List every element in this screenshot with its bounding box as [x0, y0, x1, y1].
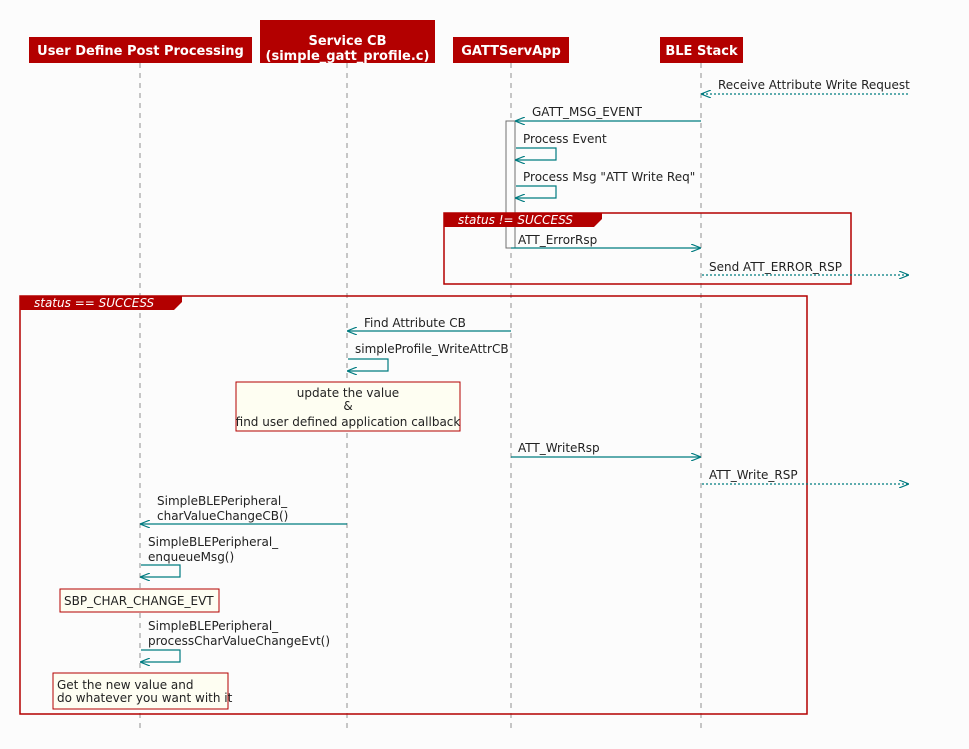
message-label: Receive Attribute Write Request [718, 78, 910, 92]
fragment-tab [444, 213, 602, 227]
self-message-arrow [516, 147, 557, 160]
note-box [59, 588, 220, 613]
message-label: simpleProfile_WriteAttrCB [355, 342, 509, 356]
participant-box [453, 37, 569, 63]
fragment-border [19, 295, 808, 715]
participant-gatt: GATTServApp [453, 37, 569, 63]
fragment-condition: status == SUCCESS [34, 296, 155, 310]
participant-box [660, 37, 743, 63]
message-m7: Find Attribute CB [348, 316, 511, 331]
participant-service: Service CB(simple_gatt_profile.c) [260, 20, 435, 64]
fragment-success: status == SUCCESS [19, 295, 808, 715]
participant-box [260, 20, 435, 63]
participant-label: Service CB [308, 34, 386, 49]
message-m5: ATT_ErrorRsp [511, 233, 700, 248]
fragment-error: status != SUCCESS [443, 212, 852, 285]
message-label: processCharValueChangeEvt() [148, 634, 330, 648]
message-m4: Process Msg "ATT Write Req" [516, 170, 695, 198]
message-label: SimpleBLEPeripheral_ [148, 535, 279, 549]
fragment-border [443, 212, 852, 285]
message-label: Send ATT_ERROR_RSP [709, 260, 842, 274]
note-box [235, 381, 461, 432]
message-m13: SimpleBLEPeripheral_processCharValueChan… [141, 619, 330, 662]
self-message-arrow [516, 185, 557, 198]
message-m1: Receive Attribute Write Request [702, 78, 910, 94]
message-label: GATT_MSG_EVENT [532, 105, 643, 119]
message-label: Process Msg "ATT Write Req" [523, 170, 695, 184]
note-box [52, 672, 229, 710]
participant-label: (simple_gatt_profile.c) [266, 49, 430, 64]
note-text: SBP_CHAR_CHANGE_EVT [64, 594, 214, 608]
message-m9: ATT_WriteRsp [511, 441, 700, 457]
participant-user: User Define Post Processing [29, 37, 252, 63]
message-m2: GATT_MSG_EVENT [516, 105, 701, 121]
participant-label: GATTServApp [461, 44, 561, 59]
note-n2: SBP_CHAR_CHANGE_EVT [59, 588, 220, 613]
participant-box [29, 37, 252, 63]
self-message-arrow [348, 358, 389, 371]
message-m3: Process Event [516, 132, 607, 160]
activation-bar-gatt [505, 120, 516, 249]
note-text: find user defined application callback [236, 415, 461, 429]
message-m12: SimpleBLEPeripheral_enqueueMsg() [141, 535, 279, 577]
message-m8: simpleProfile_WriteAttrCB [348, 342, 509, 371]
note-n1: update the value& find user defined appli… [235, 381, 461, 432]
message-label: ATT_ErrorRsp [518, 233, 597, 247]
message-label: Find Attribute CB [364, 316, 466, 330]
note-text: update the value [297, 386, 399, 400]
participant-ble: BLE Stack [660, 37, 743, 63]
message-label: charValueChangeCB() [157, 509, 288, 523]
participant-label: BLE Stack [665, 44, 738, 59]
note-text: do whatever you want with it [57, 691, 233, 705]
message-label: ATT_Write_RSP [709, 468, 798, 482]
fragment-condition: status != SUCCESS [458, 213, 573, 227]
note-text: & [343, 399, 352, 413]
self-message-arrow [141, 649, 181, 662]
self-message-arrow [141, 564, 181, 577]
message-m10: ATT_Write_RSP [702, 468, 908, 484]
message-m6: Send ATT_ERROR_RSP [702, 260, 908, 275]
message-label: enqueueMsg() [148, 550, 234, 564]
message-label: SimpleBLEPeripheral_ [157, 494, 288, 508]
message-label: SimpleBLEPeripheral_ [148, 619, 279, 633]
message-label: ATT_WriteRsp [518, 441, 600, 455]
participant-label: User Define Post Processing [37, 44, 244, 59]
note-text: Get the new value and [57, 678, 194, 692]
fragment-tab [20, 296, 182, 310]
message-m11: SimpleBLEPeripheral_charValueChangeCB() [141, 494, 347, 524]
message-label: Process Event [523, 132, 607, 146]
